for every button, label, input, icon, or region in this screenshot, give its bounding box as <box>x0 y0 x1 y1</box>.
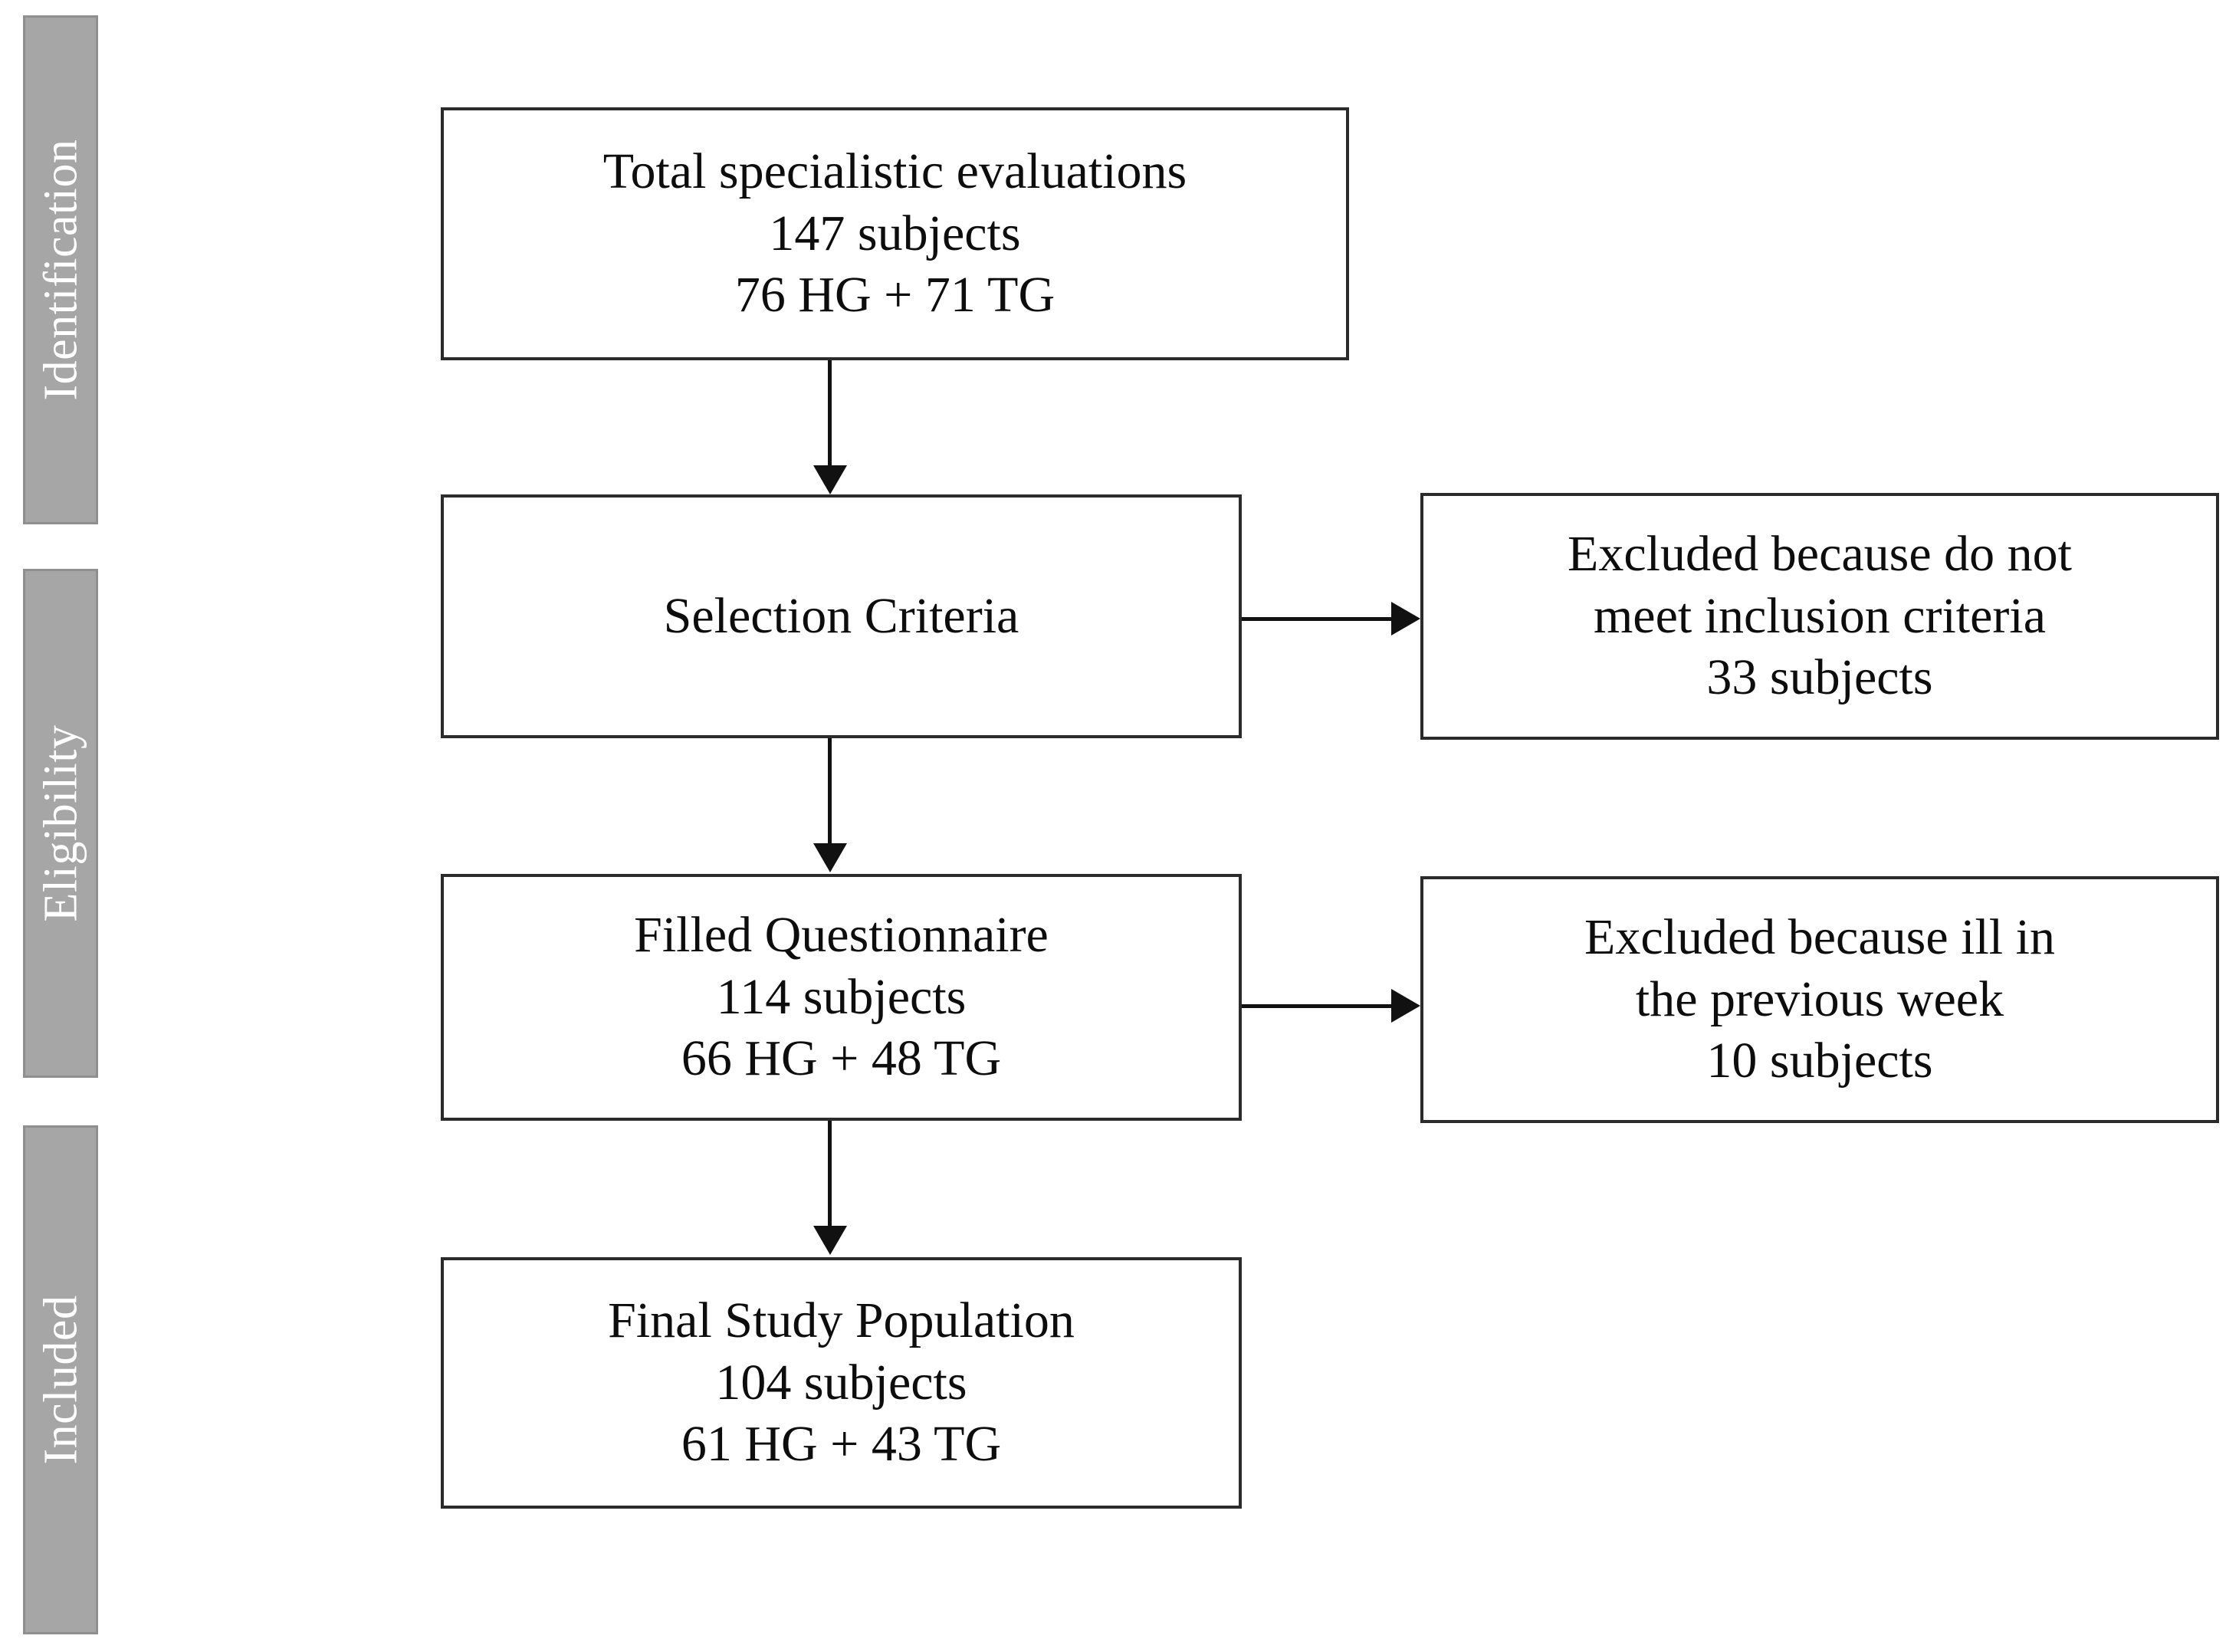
connector-total-to-selection <box>828 360 832 468</box>
arrowhead-total-to-selection <box>813 465 847 494</box>
box-excluded-ill-previous-week: Excluded because ill in the previous wee… <box>1420 876 2219 1123</box>
arrowhead-questionnaire-to-excluded-ill <box>1391 989 1420 1023</box>
box-excluded-inclusion-criteria-line-3: 33 subjects <box>1706 649 1933 706</box>
box-total-evaluations-line-3: 76 HG + 71 TG <box>734 267 1055 324</box>
connector-selection-to-excluded-inclusion <box>1242 617 1395 621</box>
box-excluded-ill-previous-week-line-2: the previous week <box>1635 971 2004 1027</box>
box-selection-criteria-line-1: Selection Criteria <box>663 587 1019 644</box>
box-filled-questionnaire: Filled Questionnaire 114 subjects 66 HG … <box>441 874 1242 1121</box>
stage-bar-included: Included <box>23 1125 98 1634</box>
box-excluded-inclusion-criteria: Excluded because do not meet inclusion c… <box>1420 493 2219 740</box>
box-total-evaluations-line-1: Total specialistic evaluations <box>602 143 1187 200</box>
stage-label-included: Included <box>34 1295 87 1465</box>
box-total-evaluations: Total specialistic evaluations 147 subje… <box>441 107 1349 360</box>
connector-selection-to-questionnaire <box>828 738 832 846</box>
box-selection-criteria: Selection Criteria <box>441 494 1242 738</box>
box-excluded-ill-previous-week-line-3: 10 subjects <box>1706 1033 1933 1089</box>
box-filled-questionnaire-line-3: 66 HG + 48 TG <box>681 1030 1002 1087</box>
arrowhead-selection-to-excluded-inclusion <box>1391 602 1420 636</box>
box-excluded-inclusion-criteria-line-1: Excluded because do not <box>1568 526 2072 583</box>
stage-bar-identification: Identification <box>23 15 98 524</box>
connector-questionnaire-to-final-population <box>828 1121 832 1228</box>
box-excluded-ill-previous-week-line-1: Excluded because ill in <box>1584 909 2055 966</box>
box-final-study-population-line-2: 104 subjects <box>715 1354 967 1411</box>
box-final-study-population-line-1: Final Study Population <box>608 1292 1075 1349</box>
box-final-study-population: Final Study Population 104 subjects 61 H… <box>441 1257 1242 1509</box>
box-final-study-population-line-3: 61 HG + 43 TG <box>681 1416 1002 1473</box>
box-total-evaluations-line-2: 147 subjects <box>769 205 1021 261</box>
stage-label-eligibility: Eligibility <box>34 724 87 922</box>
connector-questionnaire-to-excluded-ill <box>1242 1004 1395 1008</box>
stage-label-identification: Identification <box>34 139 87 401</box>
stage-bar-eligibility: Eligibility <box>23 569 98 1078</box>
arrowhead-questionnaire-to-final-population <box>813 1226 847 1255</box>
arrowhead-selection-to-questionnaire <box>813 843 847 872</box>
box-filled-questionnaire-line-2: 114 subjects <box>716 968 967 1025</box>
box-excluded-inclusion-criteria-line-2: meet inclusion criteria <box>1593 587 2047 644</box>
box-filled-questionnaire-line-1: Filled Questionnaire <box>634 907 1049 964</box>
